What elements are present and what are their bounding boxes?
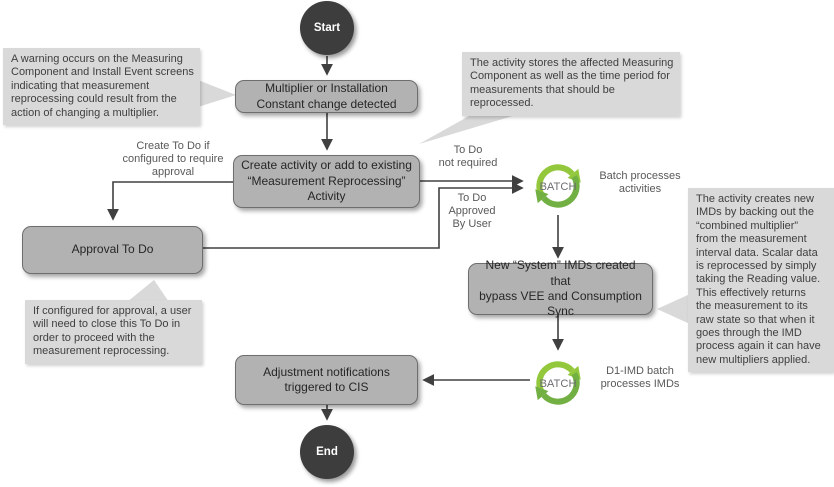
batch1-label: BATCH xyxy=(539,181,576,193)
new-system-imds-label: New “System” IMDs created that bypass VE… xyxy=(479,258,642,319)
approval-note-callout: If configured for approval, a user will … xyxy=(25,300,202,364)
start-node: Start xyxy=(300,1,354,55)
activity-stores-callout: The activity stores the affected Measuri… xyxy=(462,52,680,116)
connector-create-activity-to-approval-todo xyxy=(107,181,233,221)
edge-label-todo-approved: To Do Approved By User xyxy=(448,192,496,230)
imd-details-callout: The activity creates new IMDs by backing… xyxy=(688,188,834,373)
batch2-label: BATCH xyxy=(539,378,576,390)
caption-d1-imd-batch: D1-IMD batch processes IMDs xyxy=(600,365,680,390)
edge-label-todo-not-required: To Do not required xyxy=(438,144,498,169)
create-activity-node: Create activity or add to existing “Meas… xyxy=(233,155,420,208)
end-node: End xyxy=(300,425,354,479)
edge-label-create-todo: Create To Do if configured to require ap… xyxy=(122,140,224,178)
adjustment-notifications-label: Adjustment notifications triggered to CI… xyxy=(263,364,390,394)
start-label: Start xyxy=(313,22,341,34)
imd-details-callout-tail xyxy=(657,294,690,324)
caption-batch-processes-activities: Batch processes activities xyxy=(599,170,681,195)
batch-imds-icon: BATCH xyxy=(530,355,586,411)
create-activity-label: Create activity or add to existing “Meas… xyxy=(241,158,412,204)
warning-callout-tail xyxy=(198,80,236,107)
adjustment-notifications-node: Adjustment notifications triggered to CI… xyxy=(235,355,418,405)
batch-cycle-icon: BATCH xyxy=(535,164,581,208)
batch-activities-icon: BATCH xyxy=(530,158,586,214)
approval-note-callout-tail xyxy=(127,280,169,302)
new-system-imds-node: New “System” IMDs created that bypass VE… xyxy=(468,258,653,318)
warning-callout: A warning occurs on the Measuring Compon… xyxy=(3,48,200,126)
multiplier-change-node: Multiplier or Installation Constant chan… xyxy=(235,80,418,113)
end-label: End xyxy=(316,446,338,458)
connector-approval-todo-to-batch1 xyxy=(203,182,524,249)
batch-cycle-icon: BATCH xyxy=(535,361,581,405)
approval-todo-node: Approval To Do xyxy=(22,226,203,274)
approval-todo-label: Approval To Do xyxy=(71,242,154,257)
multiplier-change-label: Multiplier or Installation Constant chan… xyxy=(256,81,397,111)
